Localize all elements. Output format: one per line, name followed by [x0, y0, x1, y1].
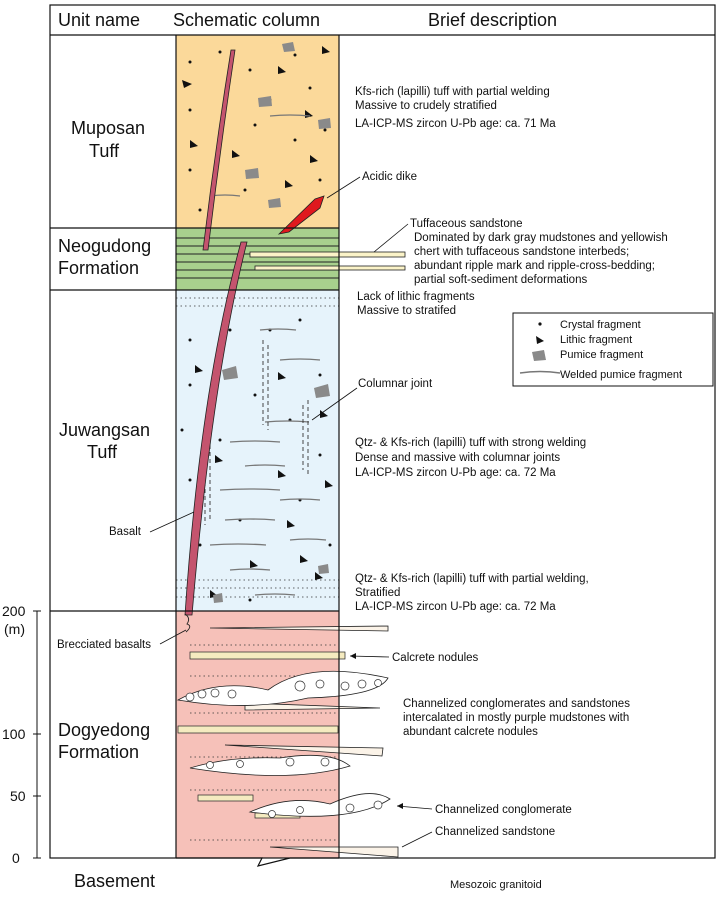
label-brecciated-basalts: Brecciated basalts: [57, 639, 151, 651]
label-basalt: Basalt: [109, 526, 142, 538]
juwangsan-welded-pumice: [209, 328, 327, 596]
label-calcrete-nodules: Calcrete nodules: [392, 652, 479, 664]
desc-muposan-1: Kfs-rich (lapilli) tuff with partial wel…: [355, 86, 550, 98]
header-row: Unit name Schematic column Brief descrip…: [58, 10, 557, 30]
unit-neogudong-line2: Formation: [58, 258, 139, 278]
unit-labels: Muposan Tuff Neogudong Formation Juwangs…: [58, 118, 155, 891]
pumice-fragment-icon: [532, 350, 546, 361]
desc-dogyedong-2: intercalated in mostly purple mudstones …: [403, 712, 629, 724]
basement-unconformity: [176, 857, 339, 867]
welded-pumice-icon: [519, 370, 561, 374]
desc-neogudong-2: chert with tuffaceous sandstone interbed…: [414, 246, 629, 258]
desc-neogudong-1: Dominated by dark gray mudstones and yel…: [414, 232, 668, 244]
label-tuffaceous-sandstone: Tuffaceous sandstone: [410, 218, 523, 230]
scale-tick-50: 50: [10, 788, 26, 804]
scale-tick-0: 0: [12, 850, 20, 866]
desc-juwangsan-base-3: LA-ICP-MS zircon U-Pb age: ca. 72 Ma: [355, 601, 556, 613]
legend-lithic: Lithic fragment: [560, 334, 632, 346]
label-channelized-conglomerate: Channelized conglomerate: [435, 804, 572, 816]
desc-juwangsan-mid-2: Dense and massive with columnar joints: [355, 452, 560, 464]
unit-neogudong-line1: Neogudong: [58, 236, 151, 256]
legend-pumice: Pumice fragment: [560, 349, 643, 361]
desc-juwangsan-top-2: Massive to stratifed: [357, 305, 456, 317]
juwangsan-dotted-lines: [176, 297, 339, 598]
descriptions: Kfs-rich (lapilli) tuff with partial wel…: [57, 86, 668, 891]
unit-muposan-line2: Tuff: [89, 141, 120, 161]
header-schematic-column: Schematic column: [173, 10, 320, 30]
unit-muposan-line1: Muposan: [71, 118, 145, 138]
juwangsan-lithic-fragments: [195, 365, 333, 598]
juwangsan-pumice-fragments: [213, 366, 330, 603]
muposan-pumice-fragments: [245, 42, 331, 208]
desc-neogudong-3: abundant ripple mark and ripple-cross-be…: [414, 260, 655, 272]
label-columnar-joint: Columnar joint: [358, 378, 433, 390]
conglomerate-pebbles: [185, 679, 383, 818]
unit-juwangsan-line2: Tuff: [87, 442, 118, 462]
scale-bar: 200 (m) 100 50 0: [2, 603, 41, 866]
brecciated-basalt: [184, 613, 191, 633]
desc-basement: Mesozoic granitoid: [450, 879, 542, 891]
muposan-lithic-fragments: [182, 46, 330, 188]
legend-welded: Welded pumice fragment: [560, 369, 682, 381]
basalt-lower: [184, 241, 248, 616]
calcrete-nodules-beds: [177, 651, 346, 819]
unit-dogyedong-line1: Dogyedong: [58, 720, 150, 740]
tuffaceous-sandstone-beds: [249, 251, 406, 271]
label-channelized-sandstone: Channelized sandstone: [435, 826, 555, 838]
sandstone-wedges: [209, 625, 399, 858]
frame-lines: [49, 4, 716, 859]
header-unit-name: Unit name: [58, 10, 140, 30]
basalt-intrusions: [184, 49, 248, 633]
basalt-upper: [202, 49, 236, 251]
layer-neogudong: [176, 228, 339, 290]
desc-juwangsan-base-2: Stratified: [355, 587, 400, 599]
scale-unit: (m): [4, 621, 25, 637]
desc-dogyedong-3: abundant calcrete nodules: [403, 726, 538, 738]
unit-basement: Basement: [74, 871, 155, 891]
desc-muposan-2: Massive to crudely stratified: [355, 100, 497, 112]
desc-juwangsan-base-1: Qtz- & Kfs-rich (lapilli) tuff with part…: [355, 573, 589, 585]
legend-crystal: Crystal fragment: [560, 319, 641, 331]
desc-neogudong-4: partial soft-sediment deformations: [414, 274, 587, 286]
desc-juwangsan-top-1: Lack of lithic fragments: [357, 291, 475, 303]
scale-tick-100: 100: [2, 726, 26, 742]
layer-muposan: [176, 35, 339, 228]
label-acidic-dike: Acidic dike: [362, 171, 417, 183]
unit-dogyedong-line2: Formation: [58, 742, 139, 762]
acidic-dike: [277, 195, 325, 235]
desc-juwangsan-mid-3: LA-ICP-MS zircon U-Pb age: ca. 72 Ma: [355, 467, 556, 479]
desc-dogyedong-1: Channelized conglomerates and sandstones: [403, 698, 630, 710]
scale-tick-200: 200: [2, 603, 26, 619]
desc-juwangsan-mid-1: Qtz- & Kfs-rich (lapilli) tuff with stro…: [355, 437, 586, 449]
unit-juwangsan-line1: Juwangsan: [59, 420, 150, 440]
legend: Crystal fragment Lithic fragment Pumice …: [512, 312, 714, 387]
crystal-fragment-icon: [538, 322, 542, 326]
lithic-fragment-icon: [536, 336, 544, 344]
layer-dogyedong: [176, 611, 339, 858]
header-brief-description: Brief description: [428, 10, 557, 30]
desc-muposan-3: LA-ICP-MS zircon U-Pb age: ca. 71 Ma: [355, 118, 556, 130]
